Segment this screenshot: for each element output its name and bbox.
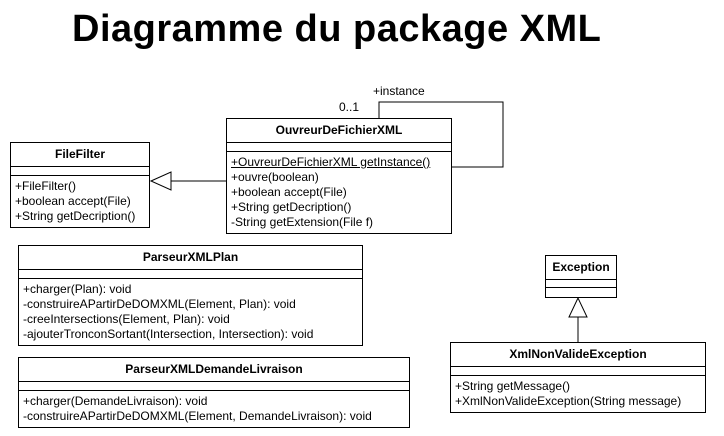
attributes-compartment	[227, 143, 451, 152]
class-ouvreurdefichierxml[interactable]: OuvreurDeFichierXML +OuvreurDeFichierXML…	[226, 118, 452, 234]
class-name: Exception	[546, 256, 616, 280]
class-parseurxmlplan[interactable]: ParseurXMLPlan +charger(Plan): void -con…	[18, 245, 363, 346]
class-name: FileFilter	[11, 143, 149, 167]
operations-compartment: +FileFilter() +boolean accept(File) +Str…	[11, 176, 149, 227]
self-association-line	[378, 101, 504, 168]
operations-compartment: +OuvreurDeFichierXML getInstance() +ouvr…	[227, 152, 451, 233]
operation: -ajouterTronconSortant(Intersection, Int…	[23, 327, 314, 341]
operation: -creeIntersections(Element, Plan): void	[23, 312, 230, 326]
operations-compartment: +String getMessage() +XmlNonValideExcept…	[451, 376, 705, 412]
operation: +charger(Plan): void	[23, 282, 132, 296]
class-name: ParseurXMLDemandeLivraison	[19, 358, 409, 382]
class-filefilter[interactable]: FileFilter +FileFilter() +boolean accept…	[10, 142, 150, 228]
operation: +String getDecription()	[231, 200, 352, 214]
class-name: ParseurXMLPlan	[19, 246, 362, 270]
class-parseurxmldemandelivraison[interactable]: ParseurXMLDemandeLivraison +charger(Dema…	[18, 357, 410, 428]
operation: +String getMessage()	[455, 379, 571, 393]
operations-compartment: +charger(DemandeLivraison): void -constr…	[19, 391, 409, 427]
operation: +FileFilter()	[15, 179, 77, 193]
operation: -construireAPartirDeDOMXML(Element, Plan…	[23, 297, 296, 311]
operation: -construireAPartirDeDOMXML(Element, Dema…	[23, 409, 372, 423]
generalization-arrowhead	[568, 296, 588, 318]
class-name: XmlNonValideException	[451, 343, 705, 367]
operation: +ouvre(boolean)	[231, 170, 319, 184]
operation: +String getDecription()	[15, 209, 136, 223]
operation: +boolean accept(File)	[15, 194, 131, 208]
class-xmlnonvalideexception[interactable]: XmlNonValideException +String getMessage…	[450, 342, 706, 413]
operations-compartment: +charger(Plan): void -construireAPartirD…	[19, 279, 362, 345]
attributes-compartment	[451, 367, 705, 376]
operation: -String getExtension(File f)	[231, 215, 374, 229]
operation: +OuvreurDeFichierXML getInstance()	[231, 155, 431, 169]
realization-arrowhead	[149, 171, 172, 191]
operation: +charger(DemandeLivraison): void	[23, 394, 208, 408]
instance-multiplicity-label: 0..1	[339, 100, 360, 114]
diagram-title: Diagramme du package XML	[72, 8, 602, 50]
attributes-compartment	[546, 280, 616, 288]
operation: +XmlNonValideException(String message)	[455, 394, 682, 408]
operation: +boolean accept(File)	[231, 185, 347, 199]
attributes-compartment	[11, 167, 149, 176]
attributes-compartment	[19, 382, 409, 391]
attributes-compartment	[19, 270, 362, 279]
class-name: OuvreurDeFichierXML	[227, 119, 451, 143]
instance-role-label: +instance	[373, 84, 425, 98]
class-exception[interactable]: Exception	[545, 255, 617, 298]
